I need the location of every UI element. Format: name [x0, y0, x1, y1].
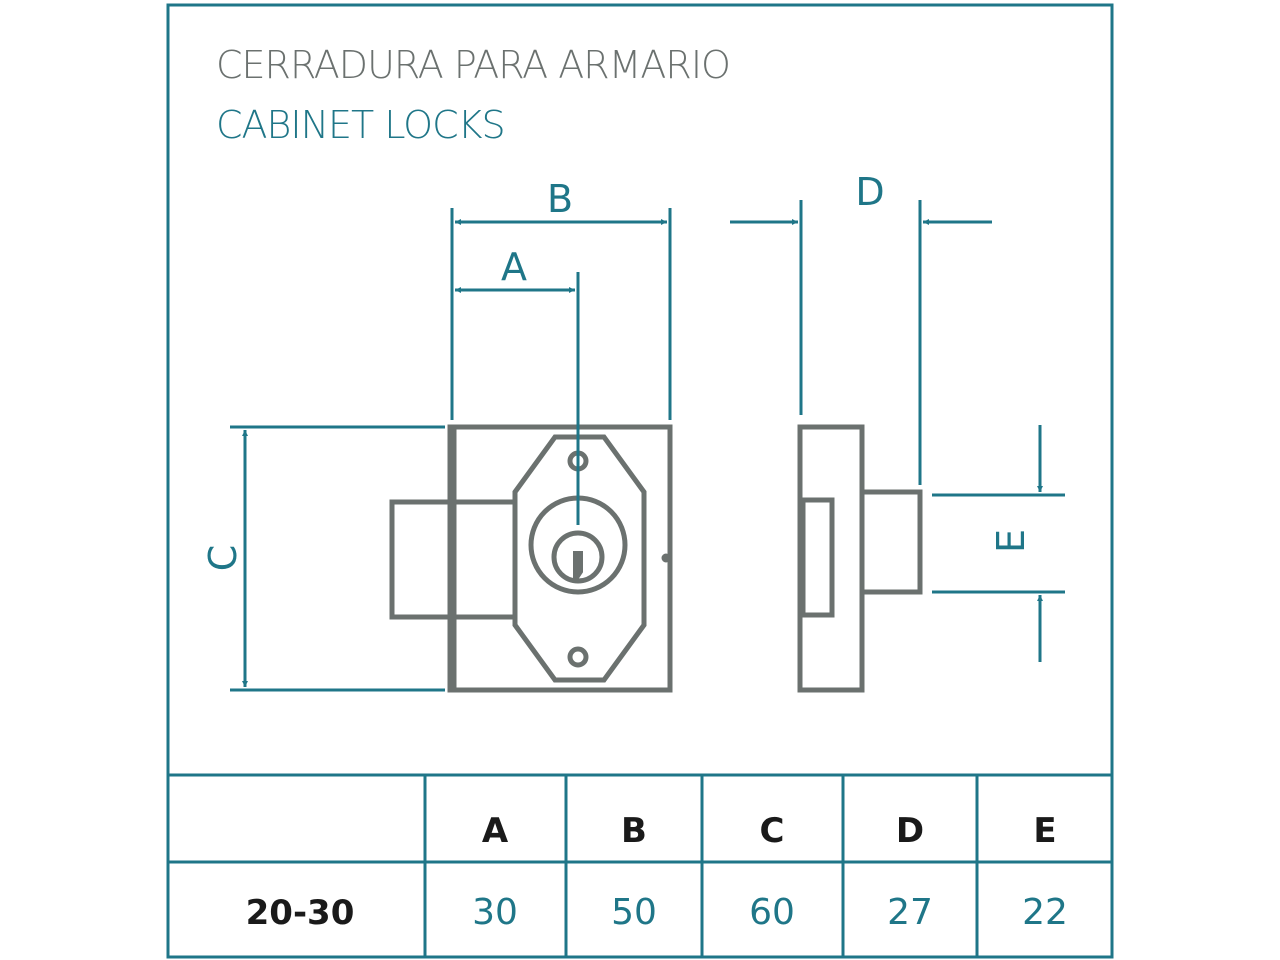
- front-view: [389, 424, 673, 693]
- table-header-e: E: [1033, 811, 1056, 851]
- table-row: 20-30 30 50 60 27 22: [246, 892, 1068, 933]
- dimension-label-a: A: [501, 245, 527, 289]
- value-c: 60: [749, 892, 795, 933]
- table-header-c: C: [760, 811, 785, 851]
- value-a: 30: [472, 892, 518, 933]
- table-header-d: D: [896, 811, 924, 851]
- value-b: 50: [611, 892, 657, 933]
- table-header-b: B: [621, 811, 647, 851]
- dimensions-table: [168, 773, 1112, 958]
- dimension-label-b: B: [547, 177, 573, 221]
- dimension-label-d: D: [855, 170, 884, 214]
- title-english: CABINET LOCKS: [216, 103, 505, 147]
- title-spanish: CERRADURA PARA ARMARIO: [216, 43, 730, 87]
- table-header-a: A: [482, 811, 509, 851]
- value-e: 22: [1022, 892, 1068, 933]
- dimension-label-c: C: [201, 545, 245, 572]
- model-cell: 20-30: [246, 893, 355, 933]
- outer-frame: [166, 3, 1114, 959]
- dimension-label-e: E: [989, 529, 1033, 553]
- value-d: 27: [887, 892, 933, 933]
- dimension-lines: [230, 200, 1065, 692]
- side-view: [797, 424, 923, 693]
- table-header-row: A B C D E: [482, 811, 1057, 851]
